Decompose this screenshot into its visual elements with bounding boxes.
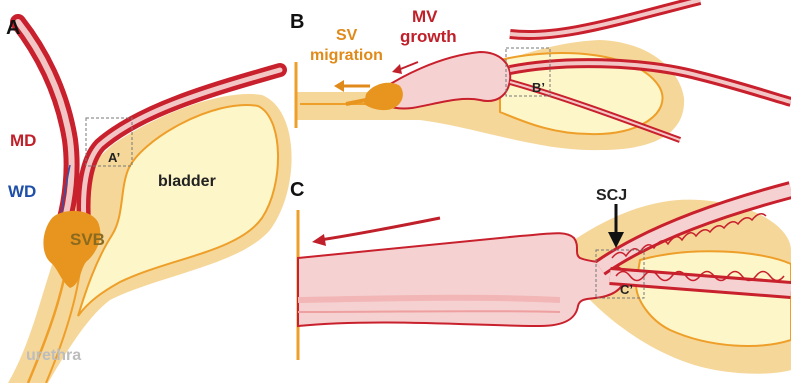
panel-a-inset-label: A’ xyxy=(108,150,120,165)
panel-a-letter: A xyxy=(6,17,20,39)
wd-label: WD xyxy=(8,182,36,201)
panel-c-inset-label: C’ xyxy=(620,282,633,297)
panel-b-inset-label: B’ xyxy=(532,80,545,95)
sv-label-line1: SV xyxy=(336,27,358,44)
mv-label-line1: MV xyxy=(412,7,438,26)
panel-c: C SCJ C’ xyxy=(290,179,791,374)
panel-b: B SV migration MV growth B’ xyxy=(290,0,791,150)
panel-c-letter: C xyxy=(290,179,304,201)
svb-label: SVB xyxy=(70,230,105,249)
urethra-label: urethra xyxy=(26,347,81,364)
panel-c-growth-arrowhead xyxy=(312,234,326,246)
bladder-label: bladder xyxy=(158,173,216,190)
panel-c-vagina-inner-line xyxy=(298,311,560,312)
sv-migration-arrowhead xyxy=(334,80,344,92)
sv-label-line2: migration xyxy=(310,47,383,64)
md-label: MD xyxy=(10,131,36,150)
panel-c-vagina-inner xyxy=(298,298,560,300)
panel-a: A MD WD bladder SVB urethra A’ xyxy=(6,17,292,383)
mv-growth-arrowhead xyxy=(392,64,402,74)
panel-b-letter: B xyxy=(290,11,304,33)
panel-c-growth-arrow xyxy=(320,218,440,240)
mv-growth-arrow xyxy=(398,62,418,70)
mv-label-line2: growth xyxy=(400,27,457,46)
scj-label: SCJ xyxy=(596,187,627,204)
